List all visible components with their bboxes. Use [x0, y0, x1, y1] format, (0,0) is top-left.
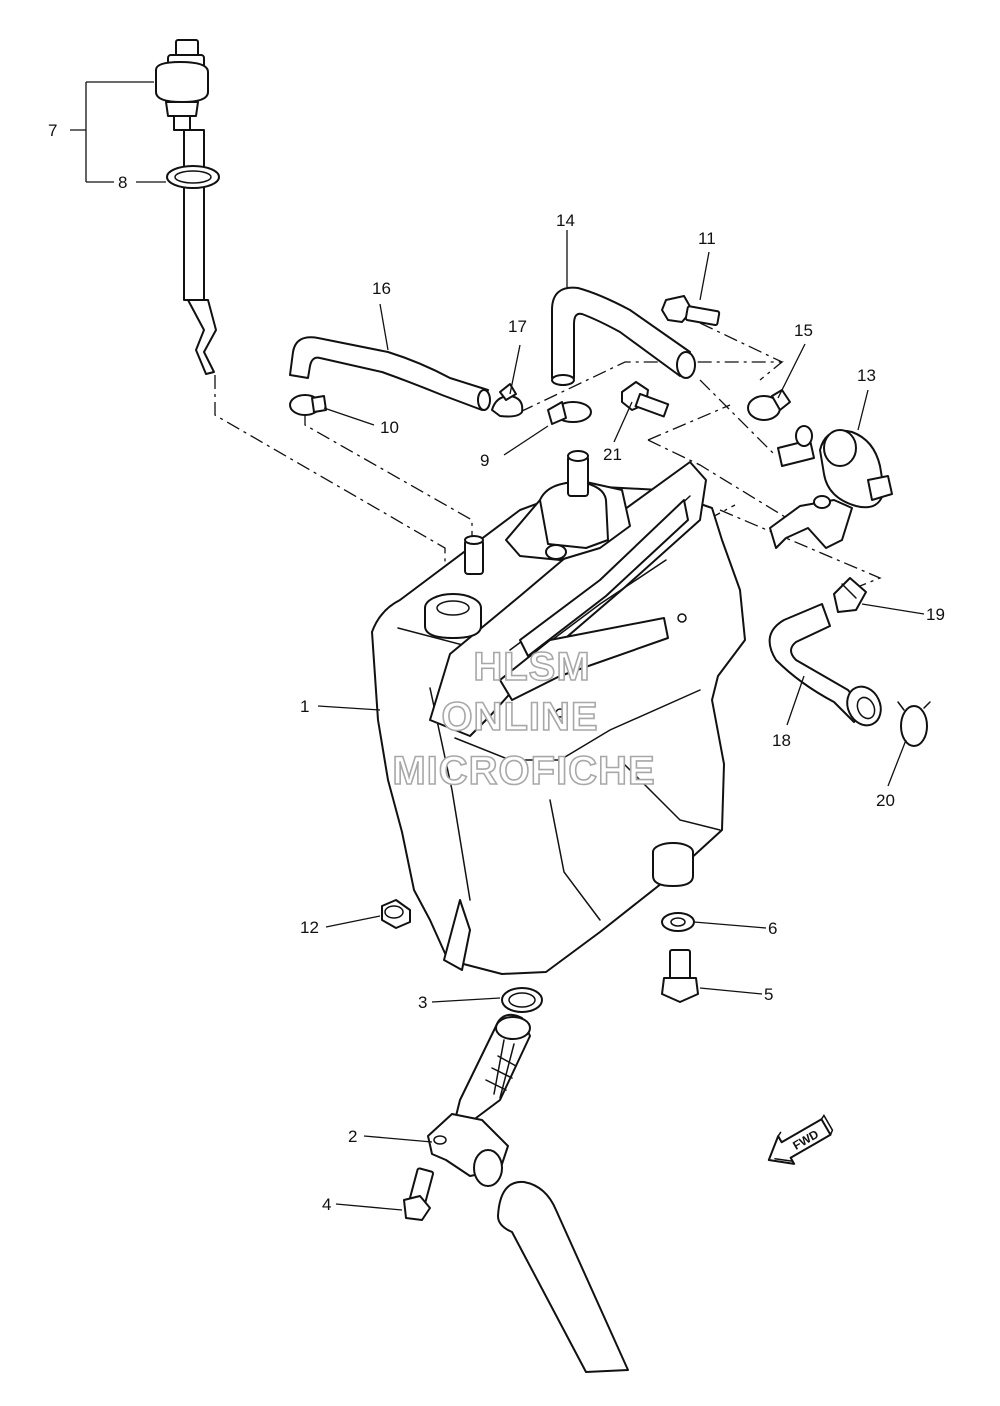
- bolt-11: [661, 295, 721, 327]
- tank-filler-neck: [424, 593, 482, 639]
- hose-14: [551, 286, 696, 386]
- cap-20: [897, 701, 931, 747]
- callout-2: 2: [348, 1127, 357, 1146]
- bolt-4: [403, 1167, 435, 1221]
- callout-6: 6: [768, 919, 777, 938]
- outlet-hose: [497, 1180, 629, 1373]
- check-valve-13: [819, 429, 893, 509]
- o-ring-3: [501, 987, 543, 1013]
- tank-breather-nipple: [464, 535, 484, 575]
- callout-18: 18: [772, 731, 791, 750]
- clamp-9: [547, 401, 592, 425]
- callout-7: 7: [48, 121, 57, 140]
- air-fitting: [777, 425, 815, 467]
- washer-6: [661, 912, 695, 932]
- clamp-17: [491, 383, 524, 418]
- drain-bolt-5: [661, 949, 699, 1003]
- cap-plug: [652, 842, 694, 887]
- watermark-line-1: HLSM: [473, 645, 590, 689]
- callout-21: 21: [603, 445, 622, 464]
- bolt-21: [621, 381, 670, 418]
- callout-15: 15: [794, 321, 813, 340]
- callout-19: 19: [926, 605, 945, 624]
- callout-10: 10: [380, 418, 399, 437]
- callout-16: 16: [372, 279, 391, 298]
- fwd-arrow-icon: FWD: [767, 1114, 834, 1165]
- grommet-12: [381, 899, 411, 929]
- clip-19: [833, 577, 867, 613]
- callout-20: 20: [876, 791, 895, 810]
- callout-11: 11: [698, 229, 716, 248]
- clamp-10: [289, 394, 327, 416]
- leader-lines: [70, 81, 925, 1211]
- tank-mounting-plate: [429, 461, 707, 971]
- valve-bracket: [769, 495, 853, 549]
- watermark: HLSM ONLINE MICROFICHE: [392, 644, 656, 794]
- clamp-15: [747, 389, 791, 421]
- hose-18: [768, 603, 882, 727]
- callout-14: 14: [556, 211, 575, 230]
- strainer-2: [427, 1013, 531, 1187]
- callout-12: 12: [300, 918, 319, 937]
- callout-labels: 7 8 16 14 11 17 15 13 10 9 21 19 1 18 20…: [48, 121, 945, 1214]
- callout-5: 5: [764, 985, 773, 1004]
- callout-4: 4: [322, 1195, 331, 1214]
- watermark-line-3: MICROFICHE: [392, 749, 655, 793]
- callout-9: 9: [480, 451, 489, 470]
- callout-13: 13: [857, 366, 876, 385]
- oil-level-gauge: [155, 39, 217, 375]
- callout-17: 17: [508, 317, 527, 336]
- hose-16: [289, 336, 491, 411]
- tank-top-fitting: [505, 450, 631, 561]
- callout-3: 3: [418, 993, 427, 1012]
- watermark-line-2: ONLINE: [441, 695, 598, 739]
- callout-1: 1: [300, 697, 309, 716]
- callout-8: 8: [118, 173, 127, 192]
- o-ring-8: [166, 165, 220, 189]
